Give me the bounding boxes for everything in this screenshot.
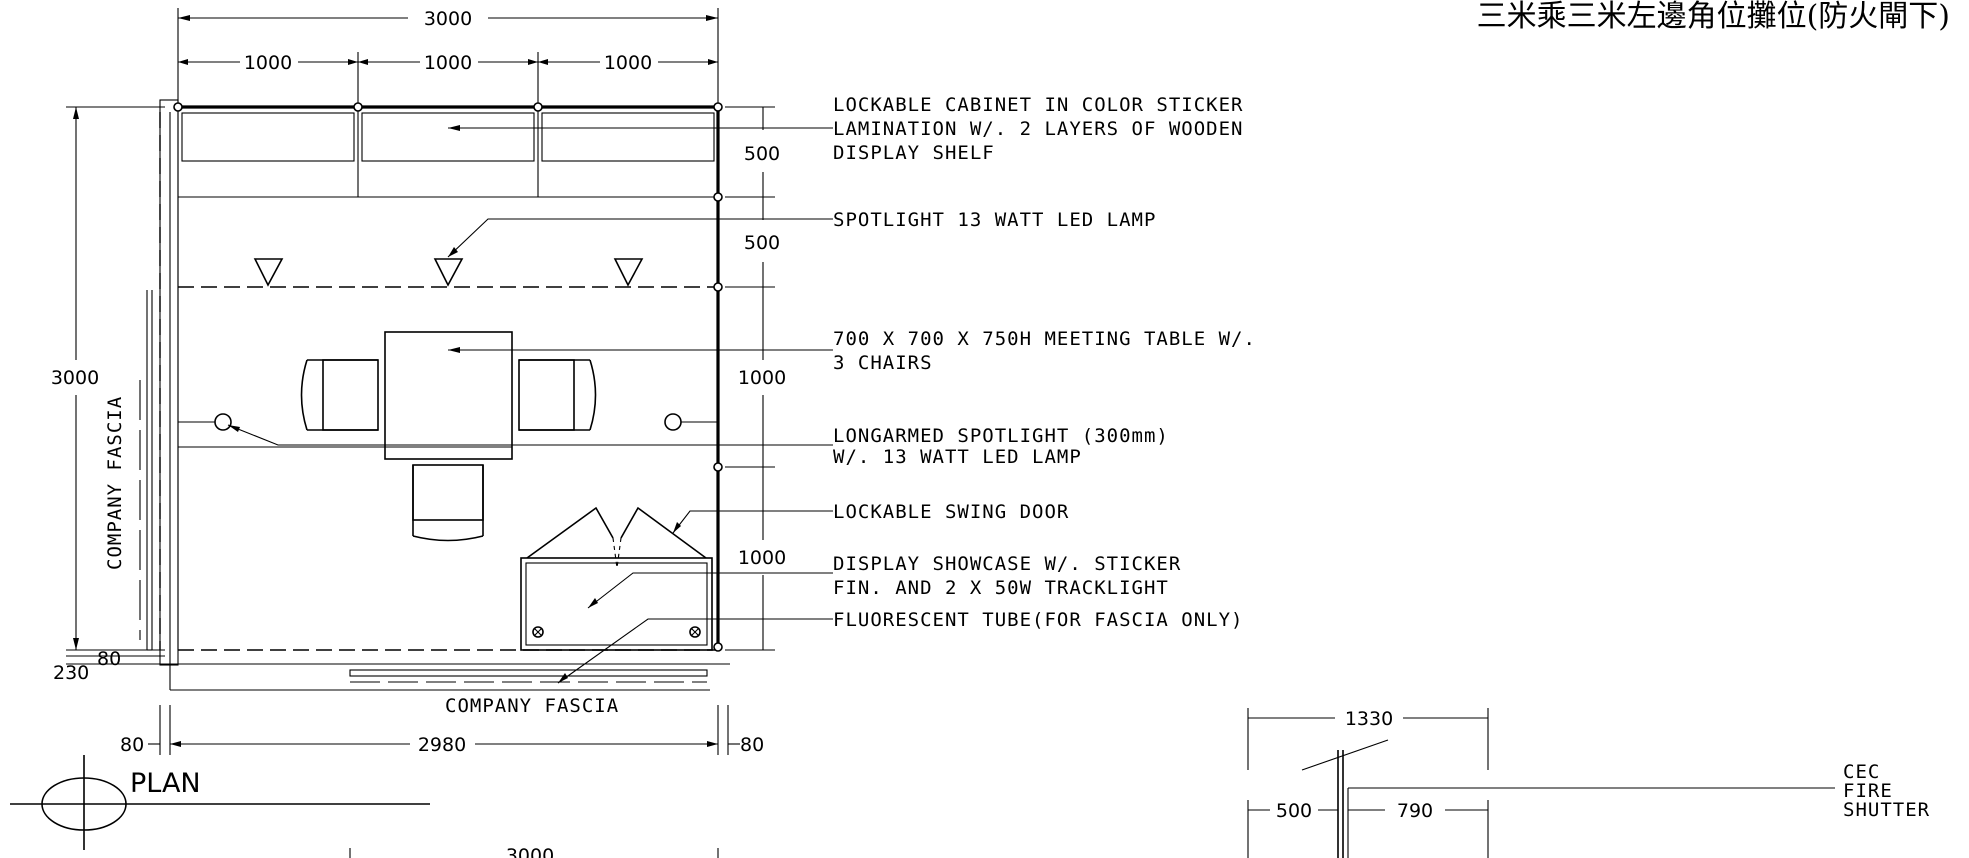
fire-shutter-detail: 1330 500 790 CEC FIRE SHUTTER (1247, 708, 1930, 858)
fire-shutter-label-2: FIRE (1843, 780, 1893, 802)
plan-label: PLAN (130, 768, 201, 799)
callout-cabinet-3: DISPLAY SHELF (833, 142, 995, 164)
drawing-title: 三米乘三米左邊角位攤位(防火閘下) (1477, 0, 1950, 34)
dim-overall-width: 3000 (424, 8, 472, 30)
dim-230: 230 (53, 662, 89, 684)
dim-cabinet-depth: 500 (744, 143, 780, 165)
dim-80-left: 80 (120, 734, 144, 756)
dim-80-side: 80 (97, 648, 121, 670)
dim-module-3: 1000 (604, 52, 652, 74)
longarm-spotlight-icon (214, 413, 232, 431)
right-dimensions: 500 500 1000 1000 (725, 106, 786, 651)
callout-table-1: 700 X 700 X 750H MEETING TABLE W/. (833, 328, 1256, 350)
callout-spotlight: SPOTLIGHT 13 WATT LED LAMP (833, 209, 1156, 231)
dim-2980: 2980 (418, 734, 466, 756)
meeting-table (384, 331, 513, 460)
dim-spot-zone: 500 (744, 232, 780, 254)
spotlight-icon (613, 258, 644, 287)
front-fascia-label: COMPANY FASCIA (445, 695, 619, 717)
spotlight-icon (433, 258, 464, 287)
dim-80-right: 80 (740, 734, 764, 756)
dim-showcase-zone: 1000 (738, 547, 786, 569)
bottom-dimensions: 80 2980 80 3000 (120, 705, 764, 858)
callout-table-2: 3 CHAIRS (833, 352, 933, 374)
dim-overall-depth: 3000 (51, 367, 99, 389)
dim-detail-right: 790 (1397, 800, 1433, 822)
dim-module-2: 1000 (424, 52, 472, 74)
swing-door (526, 506, 719, 569)
meeting-table-group (178, 331, 597, 542)
fire-shutter-label-3: SHUTTER (1843, 799, 1930, 821)
spotlight-icon (253, 258, 284, 287)
callout-fluorescent: FLUORESCENT TUBE(FOR FASCIA ONLY) (833, 609, 1244, 631)
left-dimensions: 3000 230 80 (51, 106, 165, 684)
spotlight-track (178, 258, 723, 292)
side-fascia-label: COMPANY FASCIA (104, 396, 126, 570)
longarm-spotlight-icon (664, 413, 682, 431)
front-fascia: COMPANY FASCIA (349, 669, 708, 717)
chair-left (300, 359, 379, 431)
chair-right (518, 359, 597, 431)
callouts: LOCKABLE CABINET IN COLOR STICKER LAMINA… (227, 94, 1256, 684)
callout-showcase-2: FIN. AND 2 X 50W TRACKLIGHT (833, 577, 1169, 599)
dim-table-zone: 1000 (738, 367, 786, 389)
callout-longarm-2: W/. 13 WATT LED LAMP (833, 446, 1082, 468)
booth-outline (159, 99, 730, 691)
callout-showcase-1: DISPLAY SHOWCASE W/. STICKER (833, 553, 1181, 575)
tracklight-icon (532, 626, 544, 638)
fire-shutter-label-1: CEC (1843, 761, 1880, 783)
dim-bottom-cut: 3000 (506, 845, 554, 858)
callout-door: LOCKABLE SWING DOOR (833, 501, 1069, 523)
longarm-spotlights (178, 413, 723, 472)
tracklight-icon (689, 626, 701, 638)
dim-detail-left: 500 (1276, 800, 1312, 822)
callout-cabinet-2: LAMINATION W/. 2 LAYERS OF WOODEN (833, 118, 1244, 140)
callout-longarm-1: LONGARMED SPOTLIGHT (300mm) (833, 425, 1169, 447)
top-dimensions: 3000 1000 1000 1000 (177, 8, 719, 108)
plan-symbol: PLAN (10, 755, 430, 850)
dim-detail-width: 1330 (1345, 708, 1393, 730)
display-showcase (520, 557, 723, 652)
chair-bottom (412, 464, 484, 542)
callout-cabinet-1: LOCKABLE CABINET IN COLOR STICKER (833, 94, 1244, 116)
side-fascia: COMPANY FASCIA (104, 290, 153, 651)
dim-module-1: 1000 (244, 52, 292, 74)
lockable-cabinet (173, 102, 723, 202)
